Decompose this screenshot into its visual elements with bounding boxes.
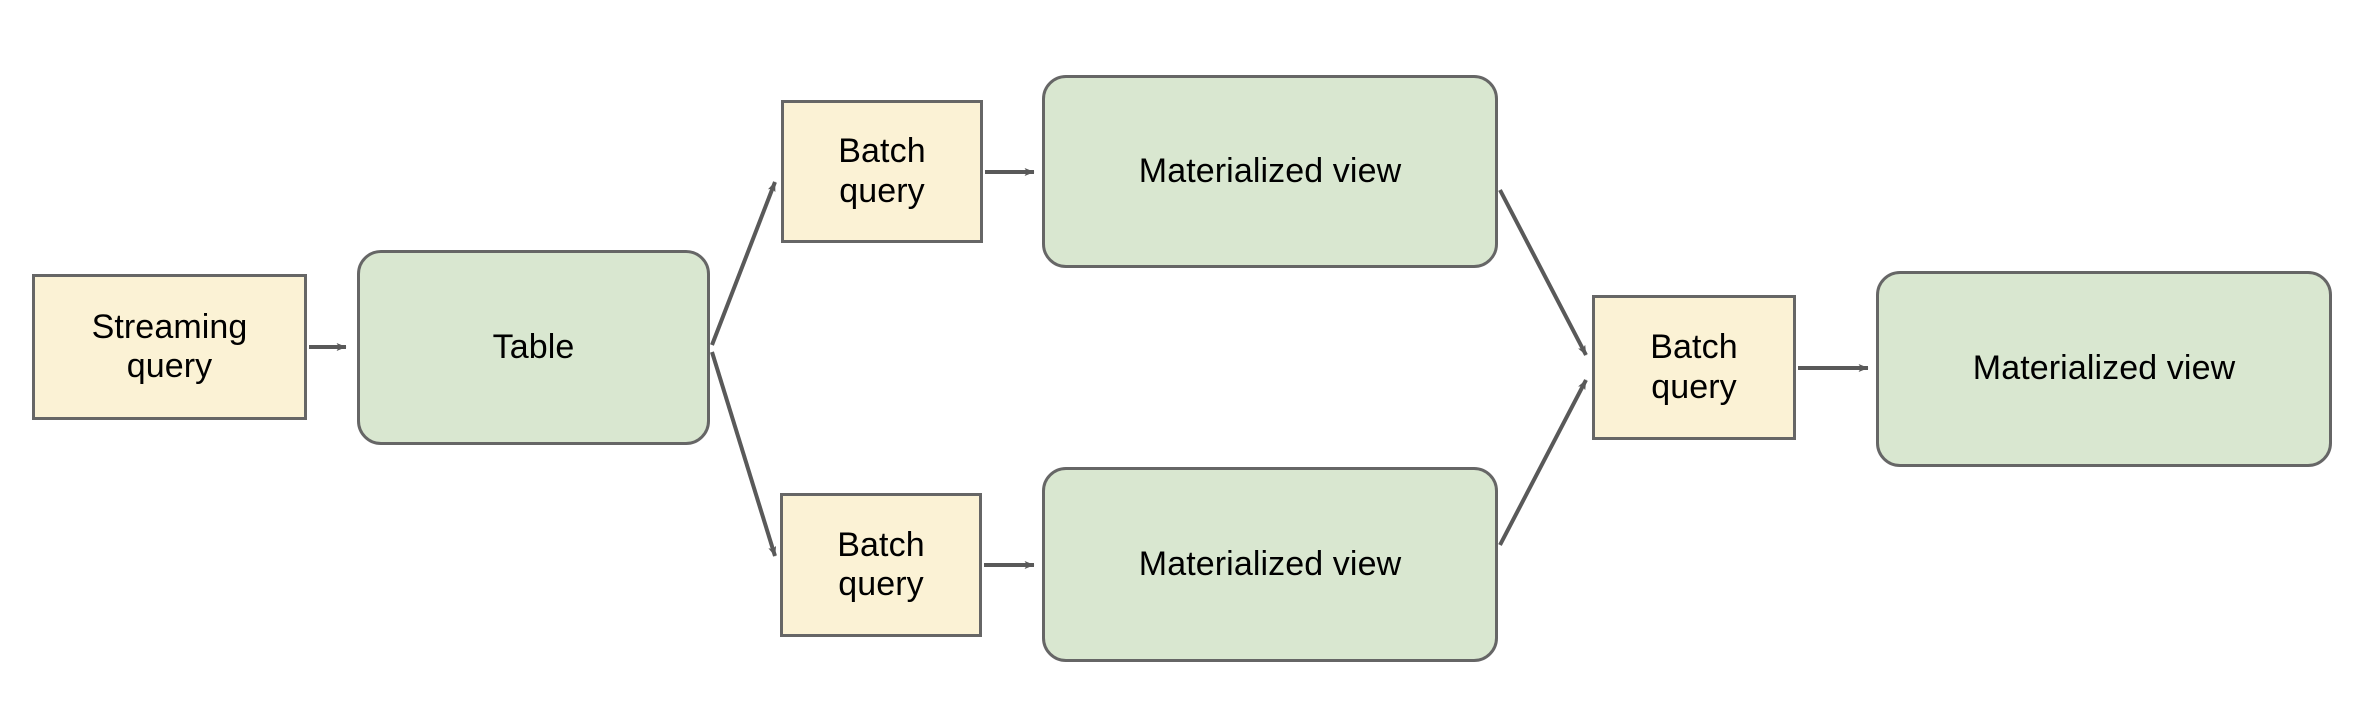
edge-materialized-view-top-to-batch-query-merge <box>1498 189 1588 356</box>
edge-table-to-batch-query-top <box>710 181 777 346</box>
node-materialized-view-top-label: Materialized view <box>1138 151 1402 190</box>
node-batch-query-merge-label: Batch query <box>1650 328 1738 406</box>
node-batch-query-top-label: Batch query <box>838 132 926 210</box>
node-materialized-view-final-label: Materialized view <box>1972 349 2236 388</box>
node-batch-query-bottom[interactable]: Batch query <box>780 493 982 637</box>
node-table-label: Table <box>492 327 575 366</box>
node-table[interactable]: Table <box>357 250 710 445</box>
node-materialized-view-bottom[interactable]: Materialized view <box>1042 467 1498 662</box>
node-batch-query-merge[interactable]: Batch query <box>1592 295 1796 440</box>
node-materialized-view-bottom-label: Materialized view <box>1138 544 1402 583</box>
node-batch-query-top[interactable]: Batch query <box>781 100 983 243</box>
node-streaming-query-label: Streaming query <box>91 307 248 385</box>
node-batch-query-bottom-label: Batch query <box>837 525 925 603</box>
edge-materialized-view-bottom-to-batch-query-merge <box>1498 379 1588 546</box>
node-streaming-query[interactable]: Streaming query <box>32 274 307 420</box>
edge-table-to-batch-query-bottom <box>710 351 777 557</box>
node-materialized-view-final[interactable]: Materialized view <box>1876 271 2332 467</box>
node-materialized-view-top[interactable]: Materialized view <box>1042 75 1498 268</box>
